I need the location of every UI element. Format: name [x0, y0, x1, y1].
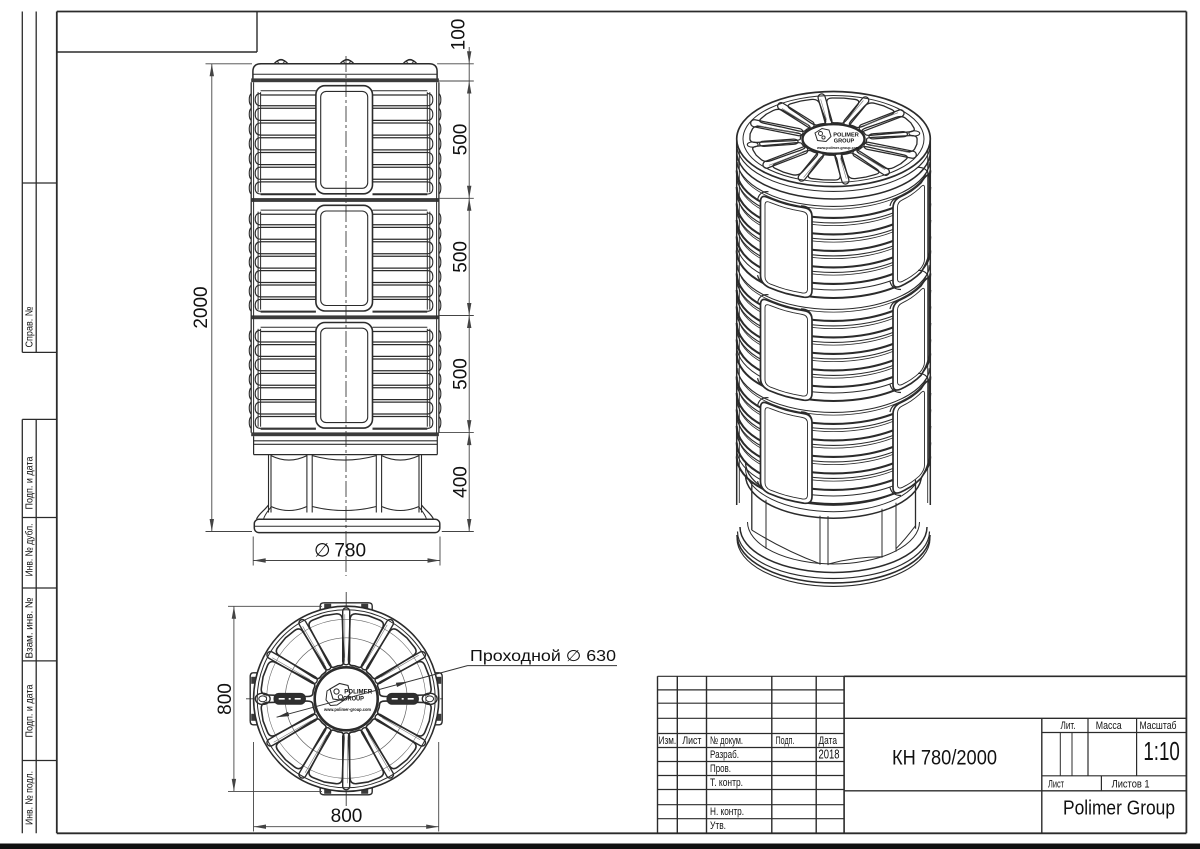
svg-text:Изм.: Изм. [659, 735, 677, 747]
svg-text:Утв.: Утв. [710, 820, 726, 832]
svg-text:Дата: Дата [819, 735, 838, 747]
svg-text:GROUP: GROUP [343, 696, 365, 703]
svg-text:Polimer Group: Polimer Group [1063, 796, 1175, 819]
svg-text:Н. контр.: Н. контр. [710, 806, 744, 818]
svg-text:Лист: Лист [1048, 779, 1064, 791]
svg-text:Масса: Масса [1096, 720, 1123, 732]
svg-text:500: 500 [451, 124, 472, 156]
svg-text:Подп. и дата: Подп. и дата [24, 684, 36, 737]
svg-text:№ докум.: № докум. [710, 735, 743, 747]
svg-text:400: 400 [451, 466, 472, 498]
svg-text:Инв. № дубл.: Инв. № дубл. [24, 524, 36, 577]
svg-text:Т. контр.: Т. контр. [710, 777, 743, 789]
svg-text:POLIMER: POLIMER [833, 133, 858, 139]
svg-text:www.polimer-group.com: www.polimer-group.com [816, 146, 859, 150]
svg-text:www.polimer-group.com: www.polimer-group.com [323, 707, 371, 713]
svg-text:Взам. инв. №: Взам. инв. № [24, 598, 36, 659]
svg-text:2018: 2018 [819, 748, 840, 762]
svg-text:Масштаб: Масштаб [1140, 720, 1177, 732]
svg-text:800: 800 [331, 806, 363, 827]
svg-text:1:10: 1:10 [1143, 738, 1180, 766]
svg-text:500: 500 [451, 358, 472, 390]
svg-text:Пров.: Пров. [710, 763, 731, 775]
svg-text:Справ. №: Справ. № [24, 307, 36, 348]
svg-text:800: 800 [215, 683, 236, 715]
svg-text:500: 500 [451, 241, 472, 273]
svg-text:Подп.: Подп. [776, 735, 795, 747]
svg-text:100: 100 [448, 19, 469, 51]
svg-text:∅ 780: ∅ 780 [314, 541, 366, 562]
svg-text:Лист: Лист [682, 735, 701, 747]
svg-text:POLIMER: POLIMER [344, 689, 372, 696]
svg-text:Подп. и дата: Подп. и дата [24, 456, 36, 509]
svg-text:Разраб.: Разраб. [710, 749, 739, 761]
svg-text:КН 780/2000: КН 780/2000 [892, 746, 997, 770]
svg-text:Листов 1: Листов 1 [1112, 779, 1150, 791]
svg-text:Инв. № подл.: Инв. № подл. [24, 771, 36, 825]
svg-text:Проходной ∅ 630: Проходной ∅ 630 [470, 648, 616, 665]
svg-text:2000: 2000 [191, 286, 212, 328]
svg-text:GROUP: GROUP [834, 139, 855, 145]
svg-text:Лит.: Лит. [1061, 720, 1076, 732]
